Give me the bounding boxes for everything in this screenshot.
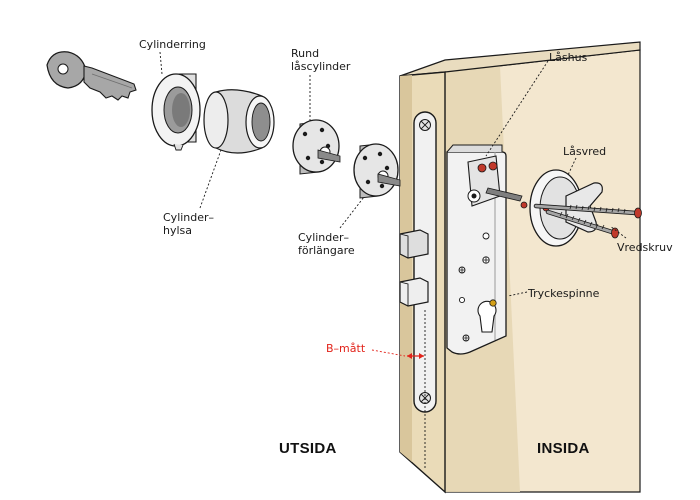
- label-insida: INSIDA: [537, 440, 590, 457]
- label-cylinderforlangare-line1: Cylinder–: [298, 231, 350, 244]
- latch-bolt: [399, 229, 429, 259]
- leader-cylinderhylsa: [199, 149, 222, 209]
- label-tryckespinne: Tryckespinne: [528, 287, 600, 300]
- label-rund-lascylinder: Rund låscylinder: [291, 47, 350, 73]
- label-b-matt: B–mått: [326, 342, 366, 355]
- key: [46, 51, 137, 101]
- cylinder-sleeve: [203, 89, 275, 154]
- label-rund-line2: låscylinder: [291, 60, 351, 73]
- label-cylinderhylsa-line1: Cylinder–: [163, 211, 215, 224]
- cylinder-extension: [353, 143, 401, 199]
- cylinder-ring: [151, 73, 201, 151]
- spindle-rod: [485, 187, 523, 202]
- leader-tryckespinne: [507, 291, 528, 297]
- label-cylinderhylsa: Cylinder– hylsa: [163, 211, 214, 237]
- label-cylinderhylsa-line2: hylsa: [163, 224, 193, 237]
- label-cylinderring: Cylinderring: [139, 38, 206, 51]
- leader-cylinderring: [159, 51, 163, 75]
- label-utsida: UTSIDA: [279, 440, 337, 457]
- label-lasvred: Låsvred: [563, 145, 607, 158]
- label-lashus: Låshus: [549, 51, 588, 64]
- label-cylinderforlangare-line2: förlängare: [298, 244, 355, 257]
- leader-lashus: [485, 60, 549, 157]
- leader-cylinderforlangare: [339, 196, 365, 229]
- screw-lower: [545, 209, 619, 239]
- leader-lasvred: [567, 157, 577, 176]
- key-blade: [83, 65, 137, 101]
- cylinder-extension-cam: [377, 173, 401, 187]
- lock-case: [446, 144, 523, 355]
- b-matt-marker: [371, 349, 424, 359]
- cylinder-extension-face: [353, 143, 399, 197]
- label-cylinderforlangare: Cylinder– förlängare: [298, 231, 355, 257]
- label-rund-line1: Rund: [291, 47, 320, 60]
- dead-bolt: [399, 277, 429, 307]
- round-cylinder-cam: [317, 149, 341, 163]
- leader-vredskruv: [609, 225, 627, 239]
- round-lock-cylinder: [292, 119, 341, 175]
- label-vredskruv: Vredskruv: [617, 241, 673, 254]
- leader-lines: [159, 51, 627, 468]
- door-edge-shade: [400, 75, 412, 462]
- screw-upper: [520, 201, 642, 219]
- round-cylinder-face: [292, 119, 340, 173]
- thumb-turn-screws: [520, 201, 642, 239]
